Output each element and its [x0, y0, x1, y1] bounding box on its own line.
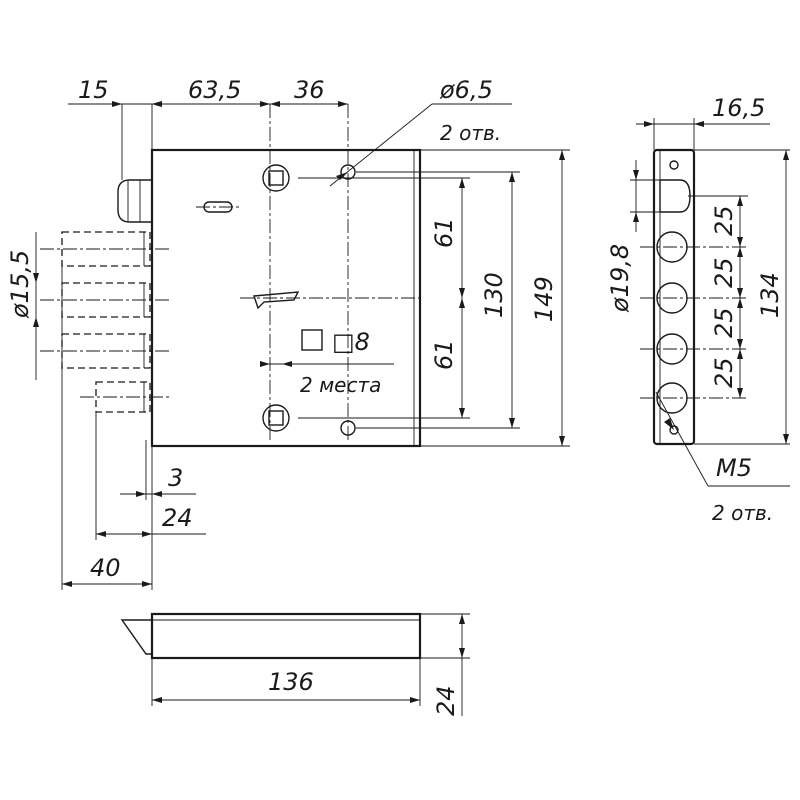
- faceplate-height-dim: 134: [756, 150, 789, 444]
- m5-callout: M5 2 отв.: [655, 391, 790, 525]
- dim-24-side: 24: [162, 504, 193, 532]
- pitch-dims: 25 25 25 25: [710, 196, 743, 398]
- latch-bevel: [120, 619, 152, 655]
- top-dimensions: 15 63,5 36 ø6,5 2 отв.: [68, 76, 512, 187]
- m5-hole-top: [669, 160, 679, 170]
- dim-24-bottom: 24: [432, 685, 460, 716]
- plan-body: [150, 612, 422, 660]
- hole-count-label: 2 отв.: [440, 121, 501, 145]
- square-callout: □8 2 места: [260, 328, 394, 397]
- dim-15: 15: [78, 76, 109, 104]
- square-hole-bottom: [262, 404, 290, 432]
- square-size: □8: [332, 328, 370, 356]
- faceplate-view: [630, 148, 790, 446]
- dim-3: 3: [168, 464, 183, 492]
- latch-head: [659, 179, 691, 213]
- main-view: [40, 104, 570, 448]
- square-symbol: [301, 329, 323, 351]
- dim-136: 136: [268, 668, 314, 696]
- main-vertical-dimensions: 61 61 130 149: [430, 150, 565, 446]
- cam-lever: [253, 291, 300, 310]
- dim-149: 149: [530, 276, 558, 322]
- hole-dia-label: ø6,5: [439, 76, 493, 104]
- dim-130: 130: [480, 272, 508, 318]
- plan-view: [120, 612, 470, 660]
- pitch-3: 25: [710, 307, 738, 338]
- square-hole-top: [262, 164, 290, 192]
- plan-dims: 136 24: [151, 614, 465, 716]
- bolt-dia-label: ø15,5: [6, 250, 34, 319]
- dim-36: 36: [294, 76, 325, 104]
- places-label: 2 места: [300, 373, 381, 397]
- front-dia-dim: ø19,8: [606, 160, 639, 313]
- bolt-throw-dims: 3 24 40: [61, 266, 206, 590]
- latch-knob: [117, 179, 152, 223]
- front-dia-label: ø19,8: [606, 244, 634, 313]
- dim-134: 134: [756, 272, 784, 318]
- bolts: [40, 231, 170, 413]
- dim-16-5: 16,5: [712, 94, 765, 122]
- dim-61-top: 61: [430, 217, 458, 248]
- dim-61-bottom: 61: [430, 339, 458, 370]
- pitch-2: 25: [710, 257, 738, 288]
- faceplate-width-dim: 16,5: [636, 94, 770, 150]
- pitch-4: 25: [710, 357, 738, 388]
- thread-count-label: 2 отв.: [712, 501, 773, 525]
- dim-63-5: 63,5: [188, 76, 241, 104]
- bolt-diameter-dim: ø15,5: [6, 232, 39, 380]
- thread-label: M5: [716, 454, 752, 482]
- faceplate: [652, 148, 696, 446]
- dim-40: 40: [90, 554, 121, 582]
- pitch-1: 25: [710, 205, 738, 236]
- m5-hole-bottom: [669, 425, 679, 435]
